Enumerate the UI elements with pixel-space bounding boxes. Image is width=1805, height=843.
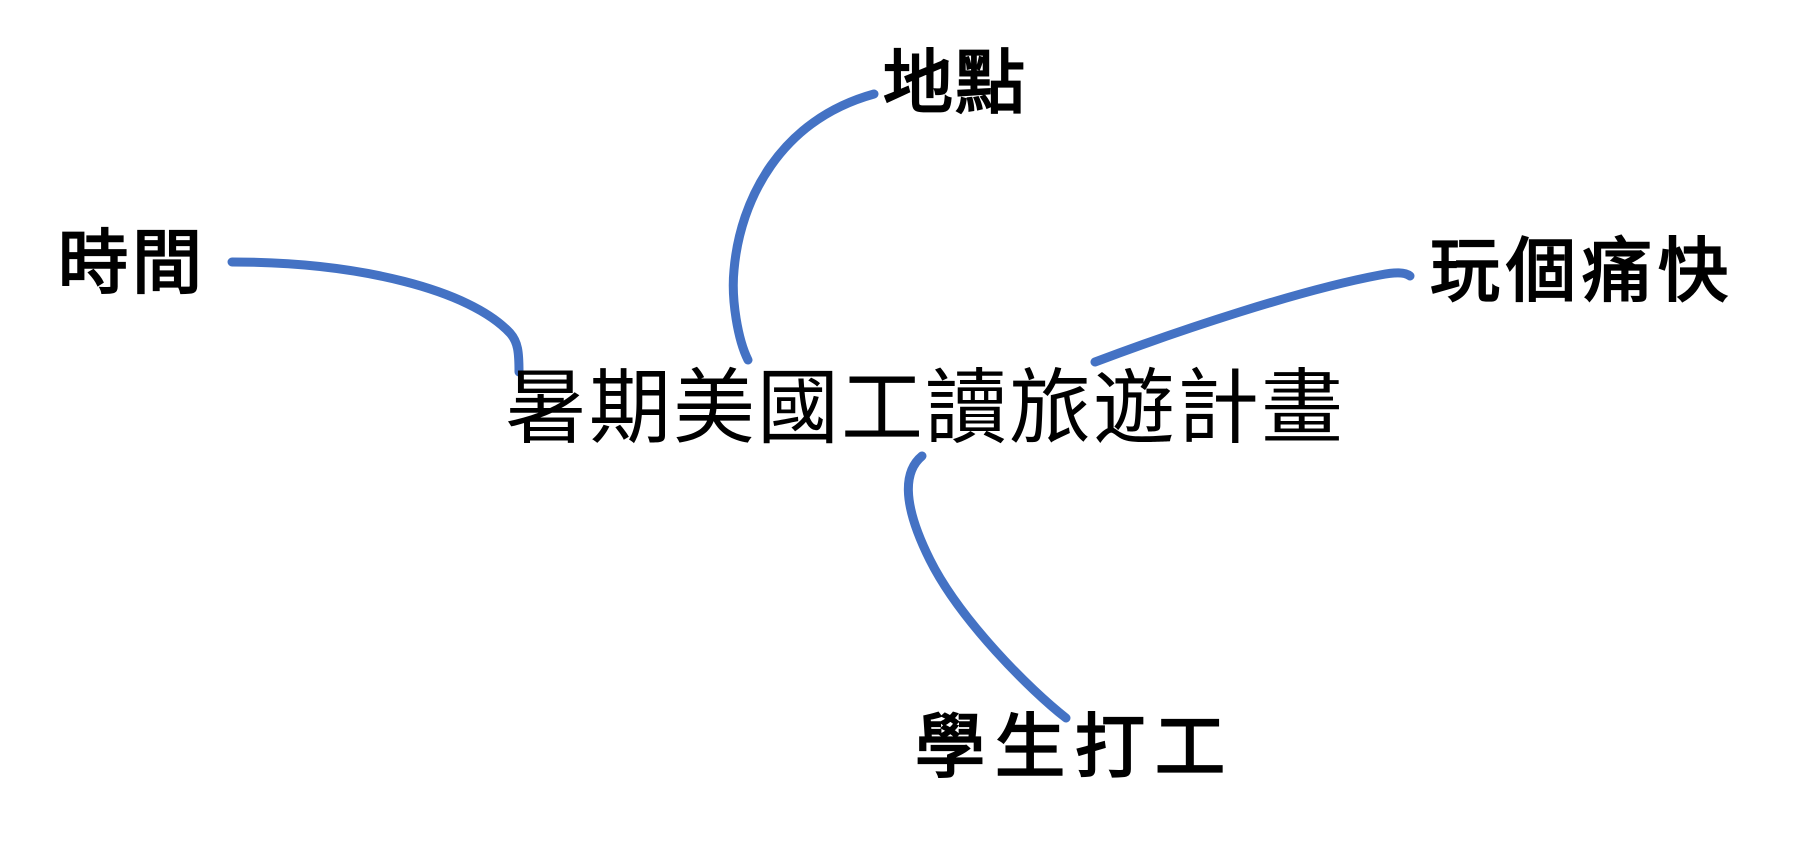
branch-node-time: 時間 [58, 221, 206, 304]
connector-time [227, 257, 524, 377]
connector-place [728, 89, 879, 365]
branch-node-place: 地點 [883, 41, 1027, 124]
connector-fun [1090, 268, 1415, 367]
central-topic: 暑期美國工讀旅遊計畫 [505, 361, 1346, 456]
connector-work [903, 451, 1071, 723]
branch-node-fun: 玩個痛快 [1430, 229, 1734, 312]
branch-node-work: 學生打工 [915, 705, 1235, 788]
